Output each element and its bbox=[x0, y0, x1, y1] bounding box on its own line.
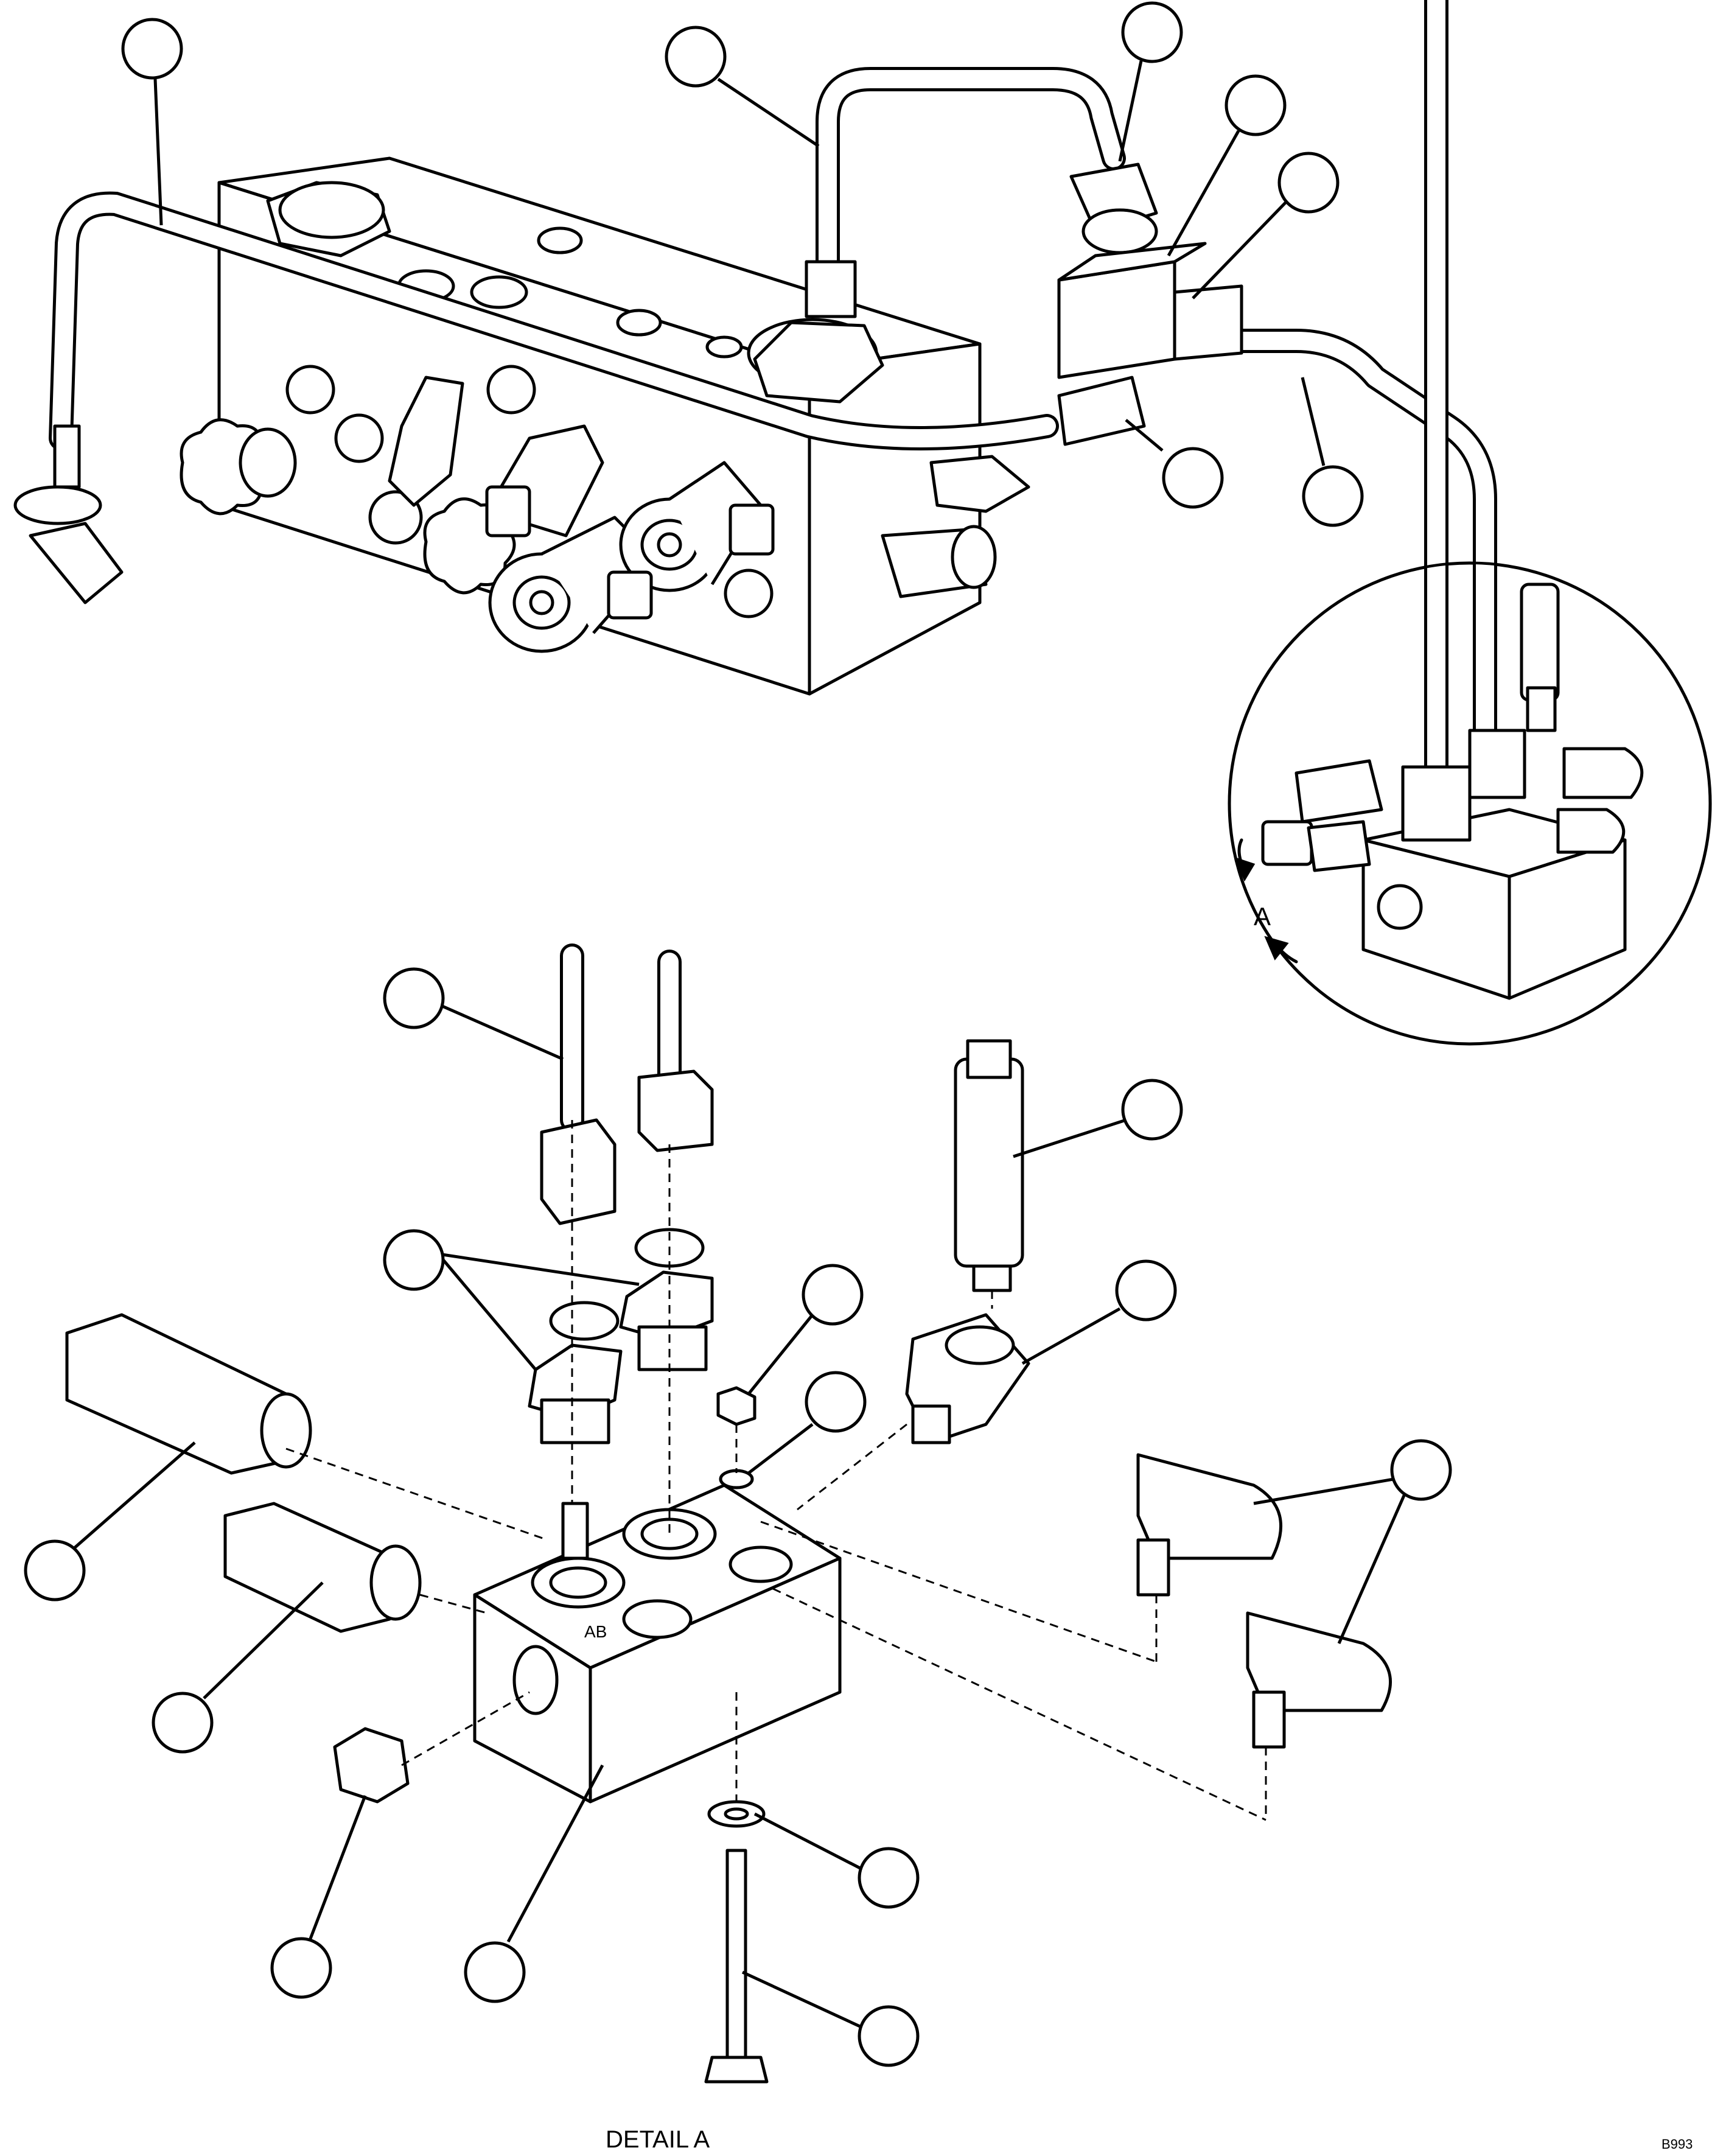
drawing-id: B993 bbox=[1661, 2137, 1693, 2152]
callout-balloon-2 bbox=[665, 26, 727, 88]
detail-caption: DETAIL A bbox=[606, 2126, 710, 2153]
main-valve-manifold bbox=[180, 156, 1030, 696]
callout-balloon-8 bbox=[383, 967, 445, 1029]
callout-balloon-13 bbox=[1115, 1259, 1177, 1321]
callout-balloon-15 bbox=[24, 1539, 86, 1601]
callout-balloon-1 bbox=[121, 18, 183, 80]
callout-balloon-3 bbox=[1121, 1, 1183, 63]
callout-balloon-19 bbox=[858, 1847, 920, 1909]
callout-balloon-17 bbox=[270, 1937, 332, 1999]
callout-balloon-7 bbox=[1302, 465, 1364, 527]
view-label-a: A bbox=[1254, 902, 1271, 931]
callout-balloon-12 bbox=[805, 1371, 867, 1433]
detail-view-circle: A bbox=[1228, 561, 1712, 1046]
callout-balloons bbox=[24, 1, 1452, 2067]
callout-balloon-9 bbox=[1121, 1079, 1183, 1141]
callout-balloon-20 bbox=[858, 2005, 920, 2067]
block-marking-a: AB bbox=[584, 1622, 607, 1641]
callout-balloon-14 bbox=[1390, 1439, 1452, 1501]
callout-balloon-16 bbox=[152, 1692, 214, 1754]
callout-balloon-10 bbox=[383, 1229, 445, 1291]
hydraulic-tubes-top bbox=[13, 0, 1497, 816]
detail-a-exploded-assembly: AB bbox=[65, 943, 1392, 2084]
callout-balloon-11 bbox=[802, 1264, 864, 1326]
callout-balloon-6 bbox=[1162, 447, 1224, 509]
callout-balloon-5 bbox=[1277, 152, 1340, 214]
callout-balloon-18 bbox=[464, 1941, 526, 2003]
callout-balloon-4 bbox=[1225, 74, 1287, 136]
solenoid-coil bbox=[485, 424, 775, 653]
